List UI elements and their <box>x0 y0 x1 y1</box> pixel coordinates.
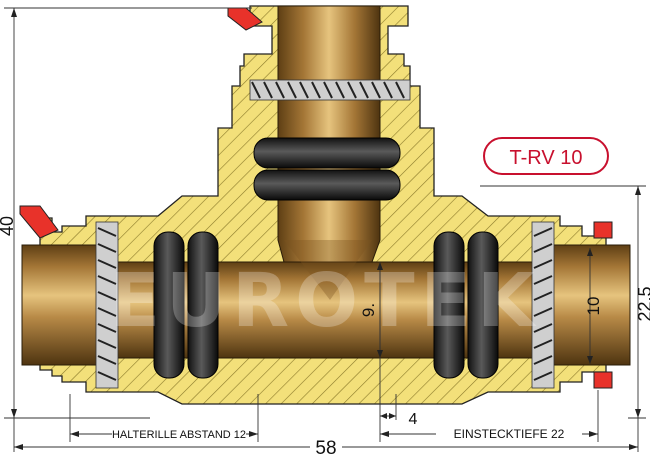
right-retainer <box>531 221 555 389</box>
dim-pipe-od: 10 <box>584 297 603 316</box>
red-ring-left <box>19 205 59 239</box>
dim-right-height: 22.5 <box>635 286 650 321</box>
model-badge-label: T-RV 10 <box>510 147 583 169</box>
o-ring-top-2 <box>253 169 401 201</box>
dim-offset: 4 <box>409 411 418 428</box>
watermark: EUROTEK <box>110 258 541 344</box>
dim-insertion-depth: EINSTECKTIEFE 22 <box>454 427 565 441</box>
left-pipe <box>21 244 101 366</box>
o-ring-left-2 <box>187 231 219 379</box>
retainer-teeth <box>95 79 555 389</box>
red-ring-right-top <box>593 221 613 239</box>
top-retainer <box>249 79 411 101</box>
o-ring-top-1 <box>253 137 401 169</box>
branch-bore <box>277 5 381 263</box>
bore-junction-shade <box>284 240 372 300</box>
dim-retainer-spacing: HALTERILLE ABSTAND 12 <box>112 429 246 441</box>
o-ring-right-2 <box>467 231 499 379</box>
o-rings <box>153 137 499 379</box>
red-ring-right-bottom <box>593 371 613 389</box>
left-retainer <box>95 221 119 389</box>
model-badge: T-RV 10 <box>483 137 609 175</box>
dim-overall-height: 40 <box>0 216 17 236</box>
red-rings <box>19 7 613 389</box>
dim-overall-length: 58 <box>315 438 336 457</box>
dim-bore: 9. <box>359 303 378 317</box>
dimension-arrows <box>11 8 641 450</box>
o-ring-right-1 <box>433 231 465 379</box>
o-ring-left-1 <box>153 231 185 379</box>
